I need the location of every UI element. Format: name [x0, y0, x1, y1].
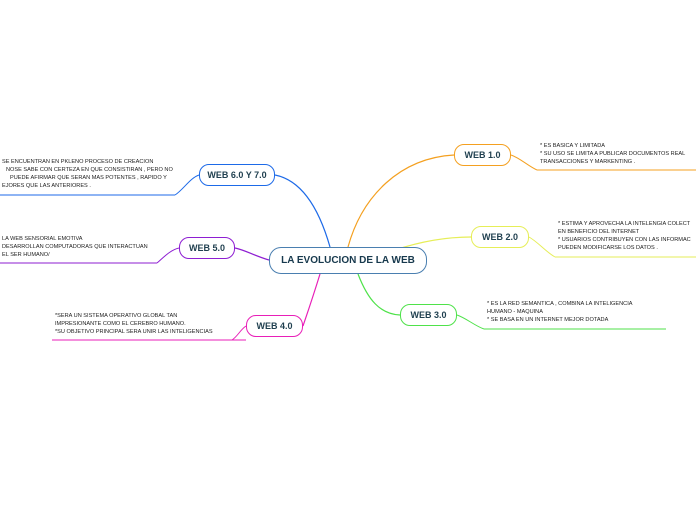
note-line: TRANSACCIONES Y MARKENTING .: [540, 159, 636, 165]
connector-web6: [274, 174, 331, 248]
note-web-6-0-y-7-0: SE ENCUENTRAN EN PKLENO PROCESO DE CREAC…: [2, 158, 173, 190]
note-line: PUEDEN MODIFICARSE LOS DATOS .: [558, 245, 658, 251]
connector-web3: [357, 273, 401, 316]
note-line: NOSE SABE CON CERTEZA EN QUE CONSISTIRAN…: [6, 167, 173, 173]
connector-web4: [302, 273, 321, 327]
note-line: HUMANO - MAQUINA: [487, 309, 543, 315]
topic-web-6-0-y-7-0[interactable]: WEB 6.0 Y 7.0: [199, 164, 275, 186]
note-line: DESARROLLAN COMPUTADORAS QUE INTERACTUAN: [2, 244, 148, 250]
note-line: * ES LA RED SEMANTICA , COMBINA LA INTEL…: [487, 301, 633, 307]
connector-web1: [347, 154, 455, 248]
note-line: SE ENCUENTRAN EN PKLENO PROCESO DE CREAC…: [2, 159, 154, 165]
note-line: PUEDE AFIRMAR QUE SERAN MAS POTENTES , R…: [10, 175, 167, 181]
connector-web5: [234, 247, 270, 261]
note-line: EJORES QUE LAS ANTERIORES .: [2, 183, 91, 189]
note-web-3-0: * ES LA RED SEMANTICA , COMBINA LA INTEL…: [487, 300, 632, 324]
link-web1-note: [510, 154, 538, 171]
note-line: *SU OBJETIVO PRINCIPAL SERA UNIR LAS INT…: [55, 329, 213, 335]
topic-web-2-0[interactable]: WEB 2.0: [471, 226, 529, 248]
note-line: * SE BASA EN UN INTERNET MEJOR DOTADA: [487, 317, 609, 323]
note-line: * ES BASICA Y LIMITADA: [540, 143, 605, 149]
note-line: EN BENEFICIO DEL INTERNET: [558, 229, 640, 235]
link-web2-note: [528, 236, 556, 258]
note-line: LA WEB SENSORIAL EMOTIVA: [2, 236, 83, 242]
note-web-2-0: * ESTIMA Y APROVECHA LA INTELENGIA COLEC…: [558, 220, 691, 252]
link-web3-note: [456, 314, 485, 330]
topic-web-1-0[interactable]: WEB 1.0: [454, 144, 511, 166]
link-web6-note: [174, 174, 200, 196]
note-web-1-0: * ES BASICA Y LIMITADA * SU USO SE LIMIT…: [540, 142, 685, 166]
link-web5-note: [156, 247, 180, 264]
note-line: EL SER HUMANO/: [2, 252, 50, 258]
note-web-5-0: LA WEB SENSORIAL EMOTIVA DESARROLLAN COM…: [2, 235, 148, 259]
link-web4-note: [231, 325, 247, 341]
note-line: * SU USO SE LIMITA A PUBLICAR DOCUMENTOS…: [540, 151, 686, 157]
note-web-4-0: *SERA UN SISTEMA OPERATIVO GLOBAL TAN IM…: [55, 312, 213, 336]
note-line: *SERA UN SISTEMA OPERATIVO GLOBAL TAN: [55, 313, 178, 319]
central-topic[interactable]: LA EVOLUCION DE LA WEB: [269, 247, 427, 274]
topic-web-3-0[interactable]: WEB 3.0: [400, 304, 457, 326]
note-line: * USUARIOS CONTRIBUYEN CON LAS INFORMAC: [558, 237, 691, 243]
note-line: * ESTIMA Y APROVECHA LA INTELENGIA COLEC…: [558, 221, 691, 227]
topic-web-5-0[interactable]: WEB 5.0: [179, 237, 235, 259]
topic-web-4-0[interactable]: WEB 4.0: [246, 315, 303, 337]
note-line: IMPRESIONANTE COMO EL CEREBRO HUMANO.: [55, 321, 186, 327]
